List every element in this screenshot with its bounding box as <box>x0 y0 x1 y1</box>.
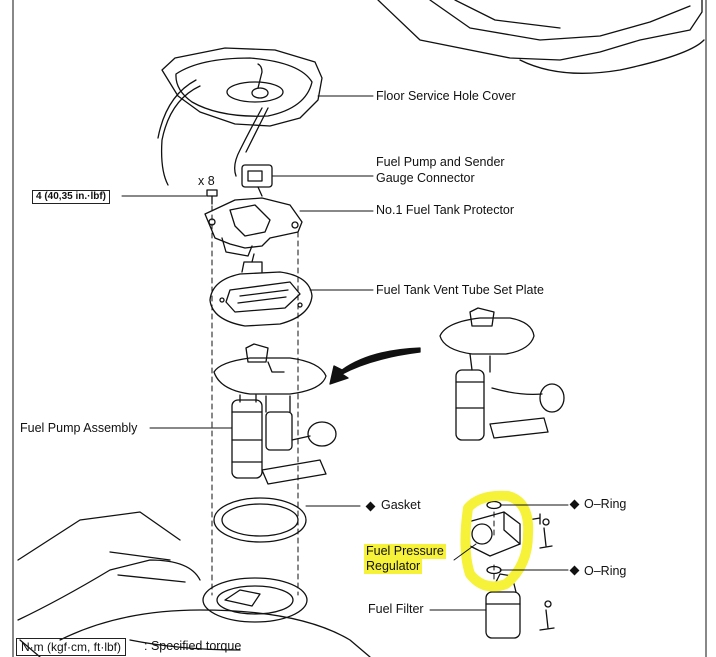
fuel-tank <box>17 511 371 657</box>
fuel-tank-protector <box>204 197 303 257</box>
floor-service-hole-cover <box>157 47 323 186</box>
vent-tube-set-plate <box>209 253 313 327</box>
fuel-pump-assembly-right <box>439 307 565 441</box>
pump-sender-connector <box>234 107 273 197</box>
floor-service-hole-cover-label: Floor Service Hole Cover <box>376 89 516 103</box>
bolt-count-label: x 8 <box>198 174 215 188</box>
o-ring-top-label: O–Ring <box>584 497 627 511</box>
torque-spec-box: 4 (40,35 in.·lbf) <box>32 190 111 204</box>
fuel-filter <box>485 573 555 639</box>
regulator-label-line1: Fuel Pressure <box>364 544 446 559</box>
regulator-label-line2: Regulator <box>364 559 423 574</box>
gasket <box>213 497 307 543</box>
bolt <box>206 189 218 205</box>
alignment-lines <box>211 205 495 596</box>
leader-lines <box>121 95 569 611</box>
protector-label: No.1 Fuel Tank Protector <box>376 203 515 217</box>
o-ring-top <box>486 500 502 510</box>
legend-units-box: N·m (kgf·cm, ft·lbf) <box>16 638 126 656</box>
curved-arrow-icon <box>329 347 421 385</box>
legend-text: : Specified torque <box>144 639 242 653</box>
gasket-label: Gasket <box>381 498 421 512</box>
o-ring-bottom-label: O–Ring <box>584 564 627 578</box>
highlight-circle <box>460 490 534 592</box>
seat-cushion <box>377 0 705 74</box>
pump-assembly-label: Fuel Pump Assembly <box>20 421 138 435</box>
fuel-filter-label: Fuel Filter <box>368 602 424 616</box>
connector-label-line2: Gauge Connector <box>376 171 475 185</box>
connector-label-line1: Fuel Pump and Sender <box>376 155 505 169</box>
fuel-pump-assembly-left <box>213 343 337 485</box>
fuel-pressure-regulator <box>467 511 553 557</box>
vent-plate-label: Fuel Tank Vent Tube Set Plate <box>376 283 544 297</box>
